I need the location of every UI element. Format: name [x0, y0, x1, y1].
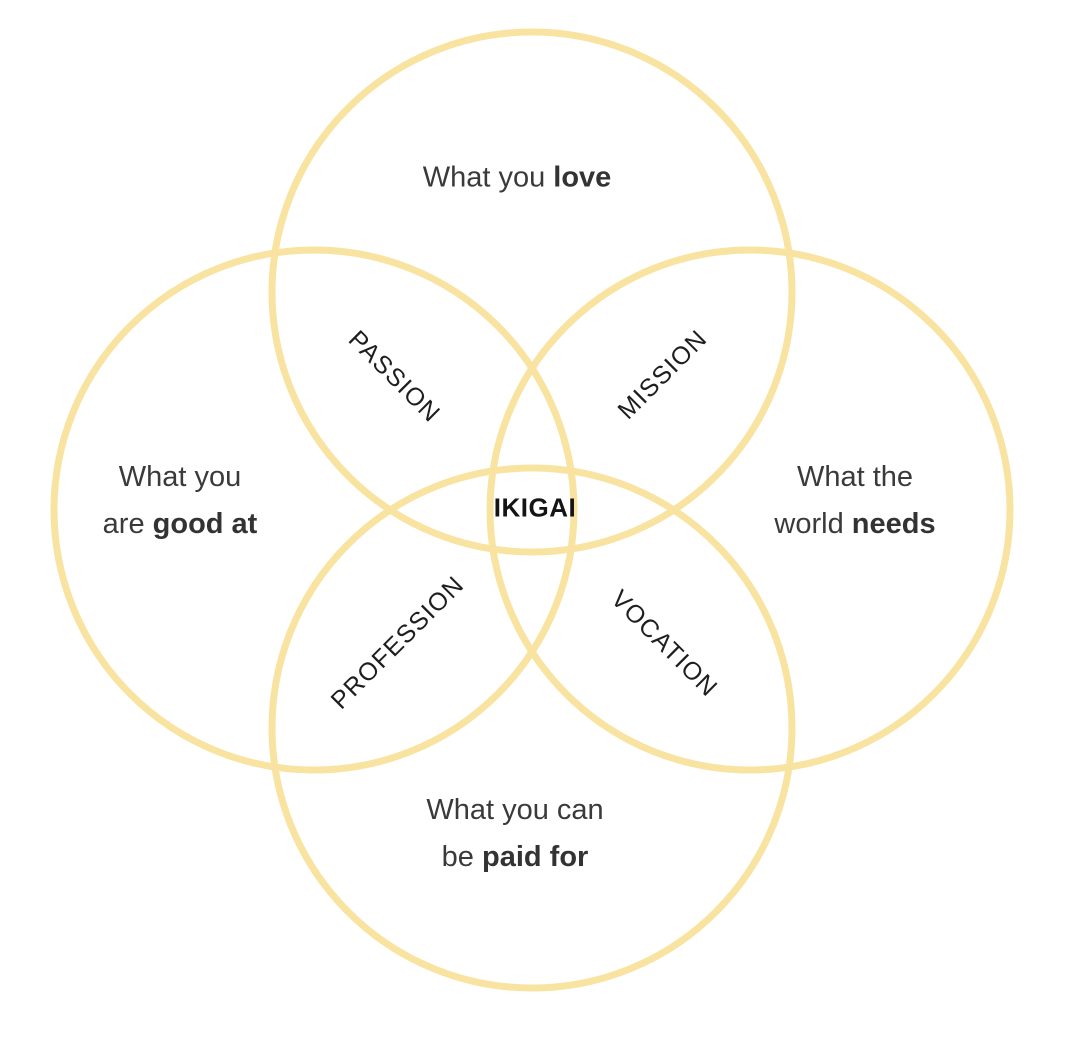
label-line: What you can — [426, 787, 603, 834]
label-line: What the — [774, 454, 935, 501]
label-text-bold: needs — [851, 508, 936, 540]
label-line: What you — [103, 454, 258, 501]
label-what-the-world-needs: What the world needs — [774, 454, 935, 548]
label-text: be — [441, 841, 482, 873]
circle-what-you-love — [268, 28, 796, 556]
label-ikigai-center: IKIGAI — [493, 492, 577, 523]
label-text-bold: good at — [152, 508, 258, 540]
label-line: are good at — [103, 501, 258, 548]
label-text: What you can — [426, 794, 604, 826]
circle-what-you-can-be-paid-for — [268, 464, 796, 992]
label-text-bold: love — [553, 161, 612, 194]
label-text: world — [774, 508, 852, 540]
label-text: What the — [796, 461, 914, 493]
circle-what-you-are-good-at — [50, 246, 578, 774]
label-what-you-love: What you love — [423, 155, 612, 202]
label-what-you-can-be-paid-for: What you can be paid for — [426, 787, 603, 881]
label-line: world needs — [774, 501, 935, 548]
label-text: are — [102, 508, 153, 540]
label-text: What you — [422, 161, 554, 194]
label-text-bold: paid for — [481, 841, 589, 873]
label-what-you-are-good-at: What you are good at — [103, 454, 258, 548]
label-line: be paid for — [426, 834, 603, 881]
circle-what-the-world-needs — [486, 246, 1014, 774]
label-text: What you — [118, 461, 242, 493]
